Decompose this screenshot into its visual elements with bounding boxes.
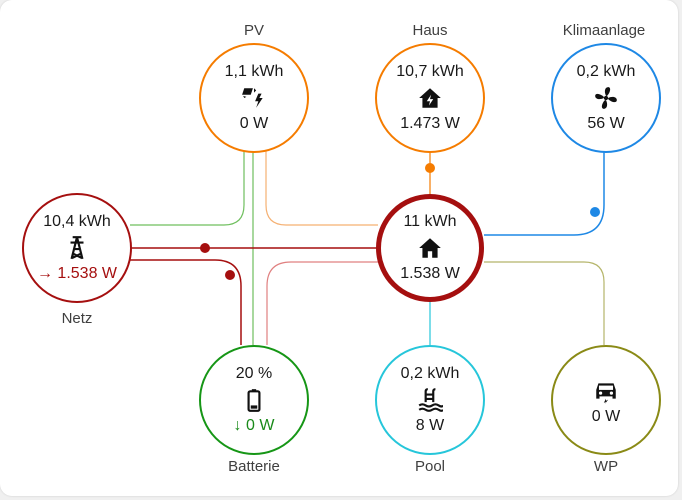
klima-power: 56 W	[587, 115, 625, 132]
home-lightning-icon	[419, 88, 441, 108]
wp-power: 0 W	[591, 408, 621, 425]
haus-node[interactable]: 10,7 kWh 1.473 W	[375, 43, 485, 153]
pv-power: 0 W	[239, 115, 269, 132]
klima-label: Klimaanlage	[562, 22, 646, 39]
netz-label: Netz	[61, 310, 93, 327]
pv-label: PV	[243, 22, 264, 39]
home-icon	[419, 238, 441, 258]
home-energy: 11 kWh	[403, 213, 457, 230]
pool-node[interactable]: 0,2 kWh 8 W	[375, 345, 485, 455]
klima-energy: 0,2 kWh	[576, 63, 636, 80]
pool-energy: 0,2 kWh	[400, 365, 460, 382]
netz-energy: 10,4 kWh	[43, 213, 111, 230]
haus-power: 1.473 W	[400, 115, 460, 132]
netz-power: → 1.538 W	[36, 265, 118, 282]
fan-icon	[595, 87, 617, 109]
solar-power-icon	[242, 88, 263, 108]
haus-label: Haus	[412, 22, 448, 39]
pool-power: 8 W	[415, 417, 445, 434]
batterie-label: Batterie	[228, 458, 280, 475]
wp-label: WP	[593, 458, 619, 475]
home-node[interactable]: 11 kWh 1.538 W	[376, 194, 484, 302]
haus-energy: 10,7 kWh	[396, 63, 464, 80]
transmission-tower-icon	[70, 236, 84, 260]
batterie-power: ↓ 0 W	[233, 417, 275, 434]
battery-icon	[247, 389, 261, 412]
batterie-node[interactable]: 20 % ↓ 0 W	[199, 345, 309, 455]
car-electric-icon	[596, 383, 616, 404]
pool-label: Pool	[414, 458, 446, 475]
wp-node[interactable]: 0 W	[551, 345, 661, 455]
pv-energy: 1,1 kWh	[224, 63, 284, 80]
netz-node[interactable]: 10,4 kWh → 1.538 W	[22, 193, 132, 303]
batterie-energy: 20 %	[235, 365, 273, 382]
pv-node[interactable]: 1,1 kWh 0 W	[199, 43, 309, 153]
home-power: 1.538 W	[400, 265, 460, 282]
klima-node[interactable]: 0,2 kWh 56 W	[551, 43, 661, 153]
pool-icon	[418, 388, 443, 412]
